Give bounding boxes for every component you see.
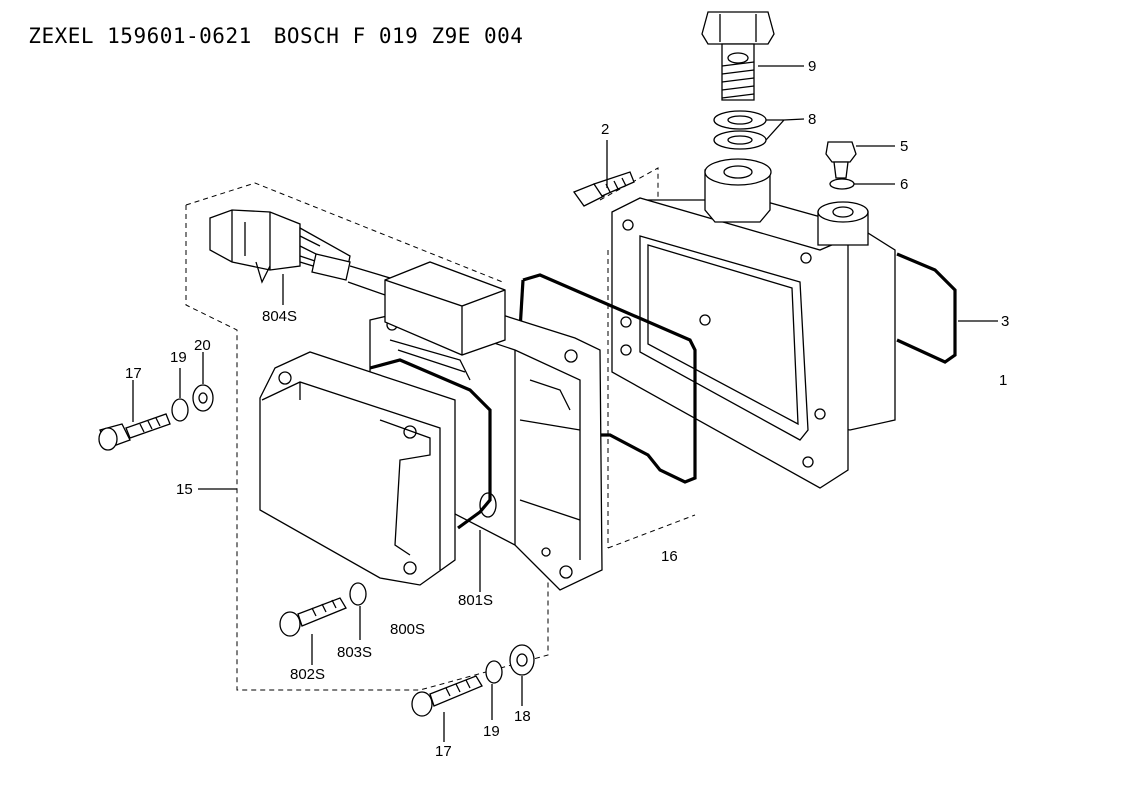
pump-housing — [611, 158, 896, 489]
sensor-module — [384, 261, 506, 356]
housing-reference-outline — [599, 167, 659, 548]
washer-20 — [192, 384, 214, 412]
screw-17-upper — [98, 413, 171, 451]
screw-5 — [825, 141, 857, 179]
callout-800s: 800S — [390, 621, 425, 638]
callout-labels: 9 8 2 5 6 3 1 804S 17 19 20 15 16 801S 8… — [125, 58, 1009, 760]
gasket-3 — [896, 252, 957, 364]
screw-17-lower — [411, 675, 483, 717]
callout-801s: 801S — [458, 592, 493, 609]
callout-20: 20 — [194, 337, 211, 354]
callout-2: 2 — [601, 121, 609, 138]
callout-5: 5 — [900, 138, 908, 155]
washer-19-lower — [485, 660, 503, 684]
washer-6 — [829, 178, 855, 190]
gasket-16 — [522, 273, 697, 484]
callout-803s: 803S — [337, 644, 372, 661]
callout-17-lower: 17 — [435, 743, 452, 760]
callout-9: 9 — [808, 58, 816, 75]
callout-15: 15 — [176, 481, 193, 498]
sub-assembly-boundary — [185, 182, 696, 691]
callout-19-upper: 19 — [170, 349, 187, 366]
washer-19-upper — [171, 398, 189, 422]
callout-18: 18 — [514, 708, 531, 725]
screw-802s — [279, 597, 347, 637]
bolt-2 — [572, 171, 635, 207]
o-ring-801s — [369, 358, 492, 530]
washer-803s — [349, 582, 367, 606]
callout-16: 16 — [661, 548, 678, 565]
callout-3: 3 — [1001, 313, 1009, 330]
washers-8 — [713, 110, 767, 150]
cover-15 — [259, 351, 456, 586]
callout-804s: 804S — [262, 308, 297, 325]
zexel-part-number: ZEXEL 159601-0621 — [28, 24, 252, 48]
washer-18 — [509, 644, 535, 676]
callout-802s: 802S — [290, 666, 325, 683]
callout-1: 1 — [999, 372, 1007, 389]
banjo-bolt-9 — [701, 11, 775, 101]
connector-804s — [209, 209, 391, 297]
callout-6: 6 — [900, 176, 908, 193]
callout-19-lower: 19 — [483, 723, 500, 740]
diagram-title: ZEXEL 159601-0621 BOSCH F 019 Z9E 004 — [2, 0, 545, 48]
leader-lines — [132, 65, 998, 742]
callout-17-upper: 17 — [125, 365, 142, 382]
bosch-part-number: BOSCH F 019 Z9E 004 — [273, 24, 524, 48]
callout-8: 8 — [808, 111, 816, 128]
